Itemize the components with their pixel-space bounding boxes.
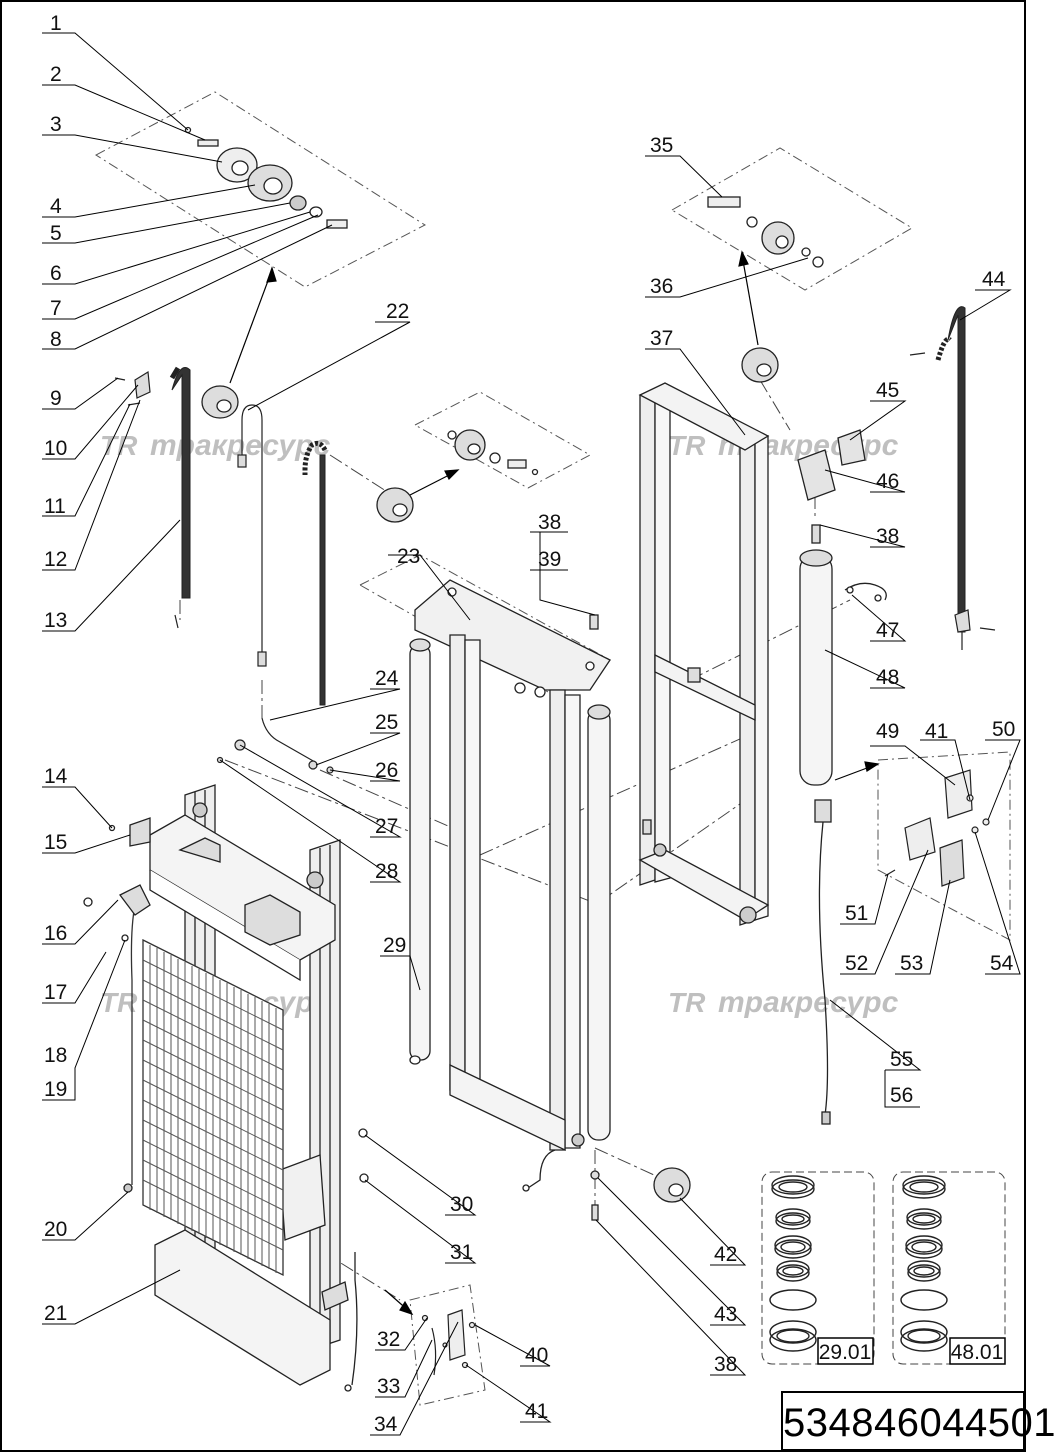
callout-10: 10: [44, 437, 67, 460]
callout-28: 28: [375, 860, 398, 883]
callout-11: 11: [44, 495, 66, 518]
callout-39: 39: [538, 548, 561, 571]
callout-53: 53: [900, 952, 923, 975]
callout-41-bottom: 41: [525, 1400, 548, 1423]
callout-29: 29: [383, 934, 406, 957]
seal-kit-48-01: 48.01: [892, 1171, 1006, 1365]
callout-12: 12: [44, 548, 67, 571]
svg-text:тракресурс: тракресурс: [718, 986, 899, 1019]
callout-25: 25: [375, 711, 398, 734]
callout-47: 47: [876, 619, 899, 642]
callout-26: 26: [375, 759, 398, 782]
seal-kit-29-01: 29.01: [761, 1171, 875, 1365]
chain-anchors: [114, 352, 996, 650]
seal-kit-label: 29.01: [819, 1341, 872, 1364]
leader-lines: [42, 32, 1021, 1436]
callout-13: 13: [44, 609, 67, 632]
callout-46: 46: [876, 470, 899, 493]
callout-8: 8: [50, 328, 62, 351]
callout-18: 18: [44, 1044, 67, 1067]
callout-50: 50: [992, 718, 1015, 741]
callout-54: 54: [990, 952, 1014, 975]
callout-38-mid: 38: [876, 525, 899, 548]
callout-24: 24: [375, 667, 399, 690]
callout-27: 27: [375, 815, 398, 838]
callout-6: 6: [50, 262, 62, 285]
callout-38-bottom: 38: [714, 1353, 737, 1376]
callout-55: 55: [890, 1048, 913, 1071]
callout-22: 22: [386, 300, 409, 323]
callout-52: 52: [845, 952, 868, 975]
callout-5: 5: [50, 222, 62, 245]
callout-20: 20: [44, 1218, 67, 1241]
callout-45: 45: [876, 379, 899, 402]
drawing-number: 534846044501: [781, 1391, 1055, 1451]
callout-1: 1: [50, 12, 62, 35]
callout-16: 16: [44, 922, 67, 945]
callout-41-right: 41: [925, 720, 948, 743]
pointer-arrows: [229, 250, 880, 1316]
inner-mast-assembly: [409, 579, 611, 1192]
svg-text:TR: TR: [668, 430, 706, 461]
callout-4: 4: [50, 195, 62, 218]
callout-42: 42: [714, 1243, 737, 1266]
callout-3: 3: [50, 113, 62, 136]
carriage-frame-assembly: [638, 382, 887, 1125]
sensor-bracket-inset: [884, 769, 990, 887]
outer-mast-assembly: [83, 784, 369, 1392]
callout-40: 40: [525, 1344, 548, 1367]
callout-21: 21: [44, 1302, 67, 1325]
callout-51: 51: [845, 902, 868, 925]
callout-23: 23: [397, 545, 420, 568]
callout-17: 17: [44, 981, 67, 1004]
exploded-parts-diagram: TR тракресурс TR тракресурс TR тракресур…: [0, 0, 1026, 1452]
callout-48: 48: [876, 666, 899, 689]
svg-text:TR: TR: [100, 430, 138, 461]
callout-43: 43: [714, 1303, 737, 1326]
seal-kit-label: 48.01: [951, 1341, 1004, 1364]
callout-31: 31: [450, 1241, 473, 1264]
callout-7: 7: [50, 297, 62, 320]
callout-56: 56: [890, 1084, 913, 1107]
hose-22: [216, 404, 334, 774]
callout-15: 15: [44, 831, 67, 854]
callout-19: 19: [44, 1078, 67, 1101]
callout-numbers: 1 2 3 4 5 6 7 8 9 10 11 12 13 14 15 16 1…: [44, 12, 1015, 1436]
callout-9: 9: [50, 387, 62, 410]
svg-text:TR: TR: [668, 987, 706, 1018]
callout-44: 44: [982, 268, 1006, 291]
callout-35: 35: [650, 134, 673, 157]
callout-38-top: 38: [538, 511, 561, 534]
callout-49: 49: [876, 720, 899, 743]
callout-34: 34: [374, 1413, 398, 1436]
sheaves: [184, 126, 824, 1221]
callout-36: 36: [650, 275, 673, 298]
callout-33: 33: [377, 1375, 400, 1398]
callout-2: 2: [50, 63, 62, 86]
callout-30: 30: [450, 1193, 473, 1216]
callout-14: 14: [44, 765, 68, 788]
callout-37: 37: [650, 327, 673, 350]
callout-32: 32: [377, 1328, 400, 1351]
